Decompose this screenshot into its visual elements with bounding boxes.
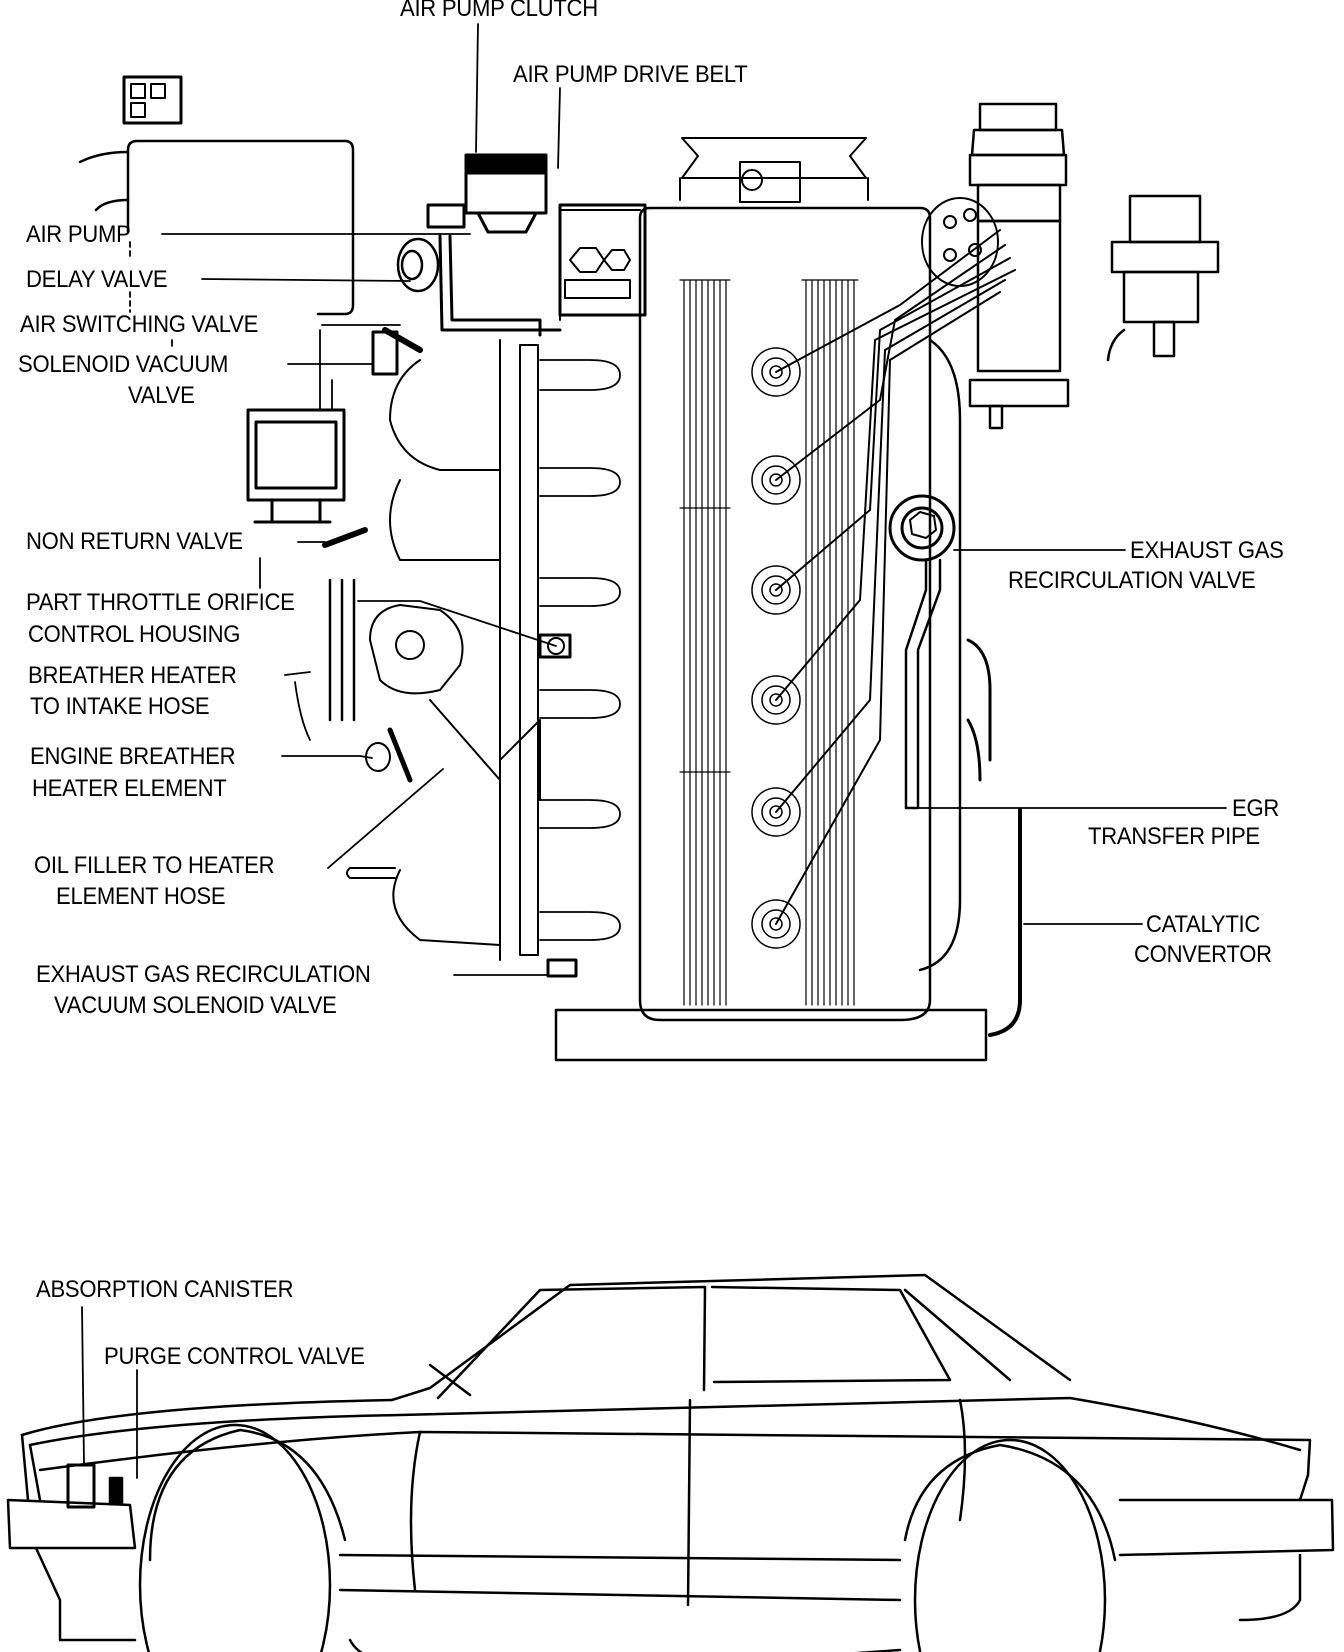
label-breather-hose-line2: TO INTAKE HOSE (30, 693, 210, 720)
label-absorption-canister: ABSORPTION CANISTER (36, 1276, 294, 1303)
label-catalytic-line1: CATALYTIC (1146, 911, 1261, 938)
label-air-pump: AIR PUMP (26, 221, 131, 248)
air-intake-assembly (970, 104, 1218, 428)
label-air-switching-valve: AIR SWITCHING VALVE (20, 311, 259, 338)
delay-valve (398, 239, 438, 291)
label-part-throttle-line2: CONTROL HOUSING (28, 621, 241, 648)
car-side-illustration (8, 1275, 1333, 1652)
label-egr-solenoid-line1: EXHAUST GAS RECIRCULATION (36, 961, 371, 988)
label-egr-pipe-line2: TRANSFER PIPE (1088, 823, 1260, 850)
label-non-return-valve: NON RETURN VALVE (26, 528, 243, 555)
distributor (922, 198, 998, 286)
label-breather-hose-line1: BREATHER HEATER (28, 662, 237, 689)
label-solenoid-vacuum-valve-line1: SOLENOID VACUUM (18, 351, 229, 378)
label-delay-valve: DELAY VALVE (26, 266, 168, 293)
label-egr-pipe-line1: EGR (1232, 795, 1280, 822)
air-pump-assembly (428, 155, 645, 335)
label-solenoid-vacuum-valve-line2: VALVE (128, 382, 195, 409)
label-oil-filler-line1: OIL FILLER TO HEATER (34, 852, 275, 879)
label-egr-valve-line2: RECIRCULATION VALVE (1008, 567, 1256, 594)
ignition-leads (776, 230, 1015, 924)
label-part-throttle-line1: PART THROTTLE ORIFICE (26, 589, 295, 616)
control-housing-outline (80, 141, 353, 314)
label-egr-valve-line1: EXHAUST GAS (1130, 537, 1284, 564)
spark-plug-wells (752, 348, 800, 948)
crank-pulley (680, 138, 868, 202)
label-breather-element-line2: HEATER ELEMENT (32, 775, 227, 802)
label-air-pump-drive-belt: AIR PUMP DRIVE BELT (513, 61, 748, 88)
label-oil-filler-line2: ELEMENT HOSE (56, 883, 226, 910)
intake-manifold (325, 330, 620, 976)
label-air-pump-clutch: AIR PUMP CLUTCH (400, 0, 598, 22)
label-egr-solenoid-line2: VACUUM SOLENOID VALVE (54, 992, 337, 1019)
view-key-icon (124, 77, 181, 123)
catalytic-convertor-pipe (990, 810, 1020, 1035)
label-purge-control-valve: PURGE CONTROL VALVE (104, 1343, 365, 1370)
solenoid-box (248, 332, 397, 522)
egr-valve-assembly (890, 496, 990, 808)
label-breather-element-line1: ENGINE BREATHER (30, 743, 236, 770)
leader-lines (130, 24, 1226, 975)
label-catalytic-line2: CONVERTOR (1134, 941, 1272, 968)
engine-block (556, 198, 1015, 1060)
